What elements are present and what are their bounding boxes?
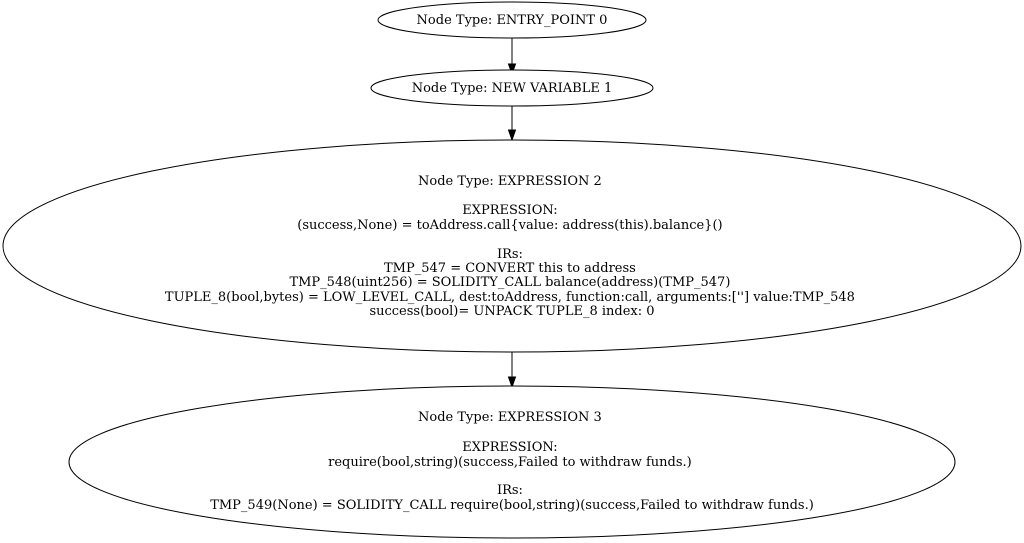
node-entry-point-label: Node Type: ENTRY_POINT 0 bbox=[417, 13, 608, 28]
svg-text:Node Type: EXPRESSION 3: Node Type: EXPRESSION 3 EXPRESSION: requ… bbox=[210, 410, 814, 513]
node-expression-2-line: (success,None) = toAddress.call{value: a… bbox=[297, 218, 722, 233]
node-expression-2: Node Type: EXPRESSION 2 EXPRESSION: (suc… bbox=[2, 139, 1022, 353]
node-expression-3: Node Type: EXPRESSION 3 EXPRESSION: requ… bbox=[68, 385, 956, 539]
node-new-variable: Node Type: NEW VARIABLE 1 bbox=[370, 69, 654, 107]
node-expression-3-line: require(bool,string)(success,Failed to w… bbox=[328, 455, 692, 470]
node-expression-3-line: EXPRESSION: bbox=[462, 440, 557, 455]
edge-n0-n1 bbox=[507, 38, 517, 76]
node-expression-2-line: Node Type: EXPRESSION 2 bbox=[418, 174, 602, 189]
node-expression-2-line: IRs: bbox=[497, 247, 523, 262]
node-expression-3-line: Node Type: EXPRESSION 3 bbox=[418, 410, 602, 425]
node-expression-2-line: TUPLE_8(bool,bytes) = LOW_LEVEL_CALL, de… bbox=[165, 290, 855, 305]
node-expression-2-line: EXPRESSION: bbox=[462, 203, 557, 218]
node-expression-2-line: TMP_547 = CONVERT this to address bbox=[384, 261, 636, 276]
edge-n1-n2 bbox=[507, 106, 517, 142]
node-entry-point: Node Type: ENTRY_POINT 0 bbox=[377, 1, 647, 39]
node-expression-2-line: success(bool)= UNPACK TUPLE_8 index: 0 bbox=[369, 304, 654, 319]
edge-n2-n3 bbox=[507, 352, 517, 389]
svg-text:Node Type: EXPRESSION 2: Node Type: EXPRESSION 2 EXPRESSION: (suc… bbox=[165, 174, 859, 319]
node-expression-3-line: TMP_549(None) = SOLIDITY_CALL require(bo… bbox=[210, 498, 814, 513]
node-new-variable-label: Node Type: NEW VARIABLE 1 bbox=[412, 81, 613, 96]
node-expression-2-line: TMP_548(uint256) = SOLIDITY_CALL balance… bbox=[289, 275, 730, 290]
node-expression-3-line: IRs: bbox=[497, 483, 523, 498]
